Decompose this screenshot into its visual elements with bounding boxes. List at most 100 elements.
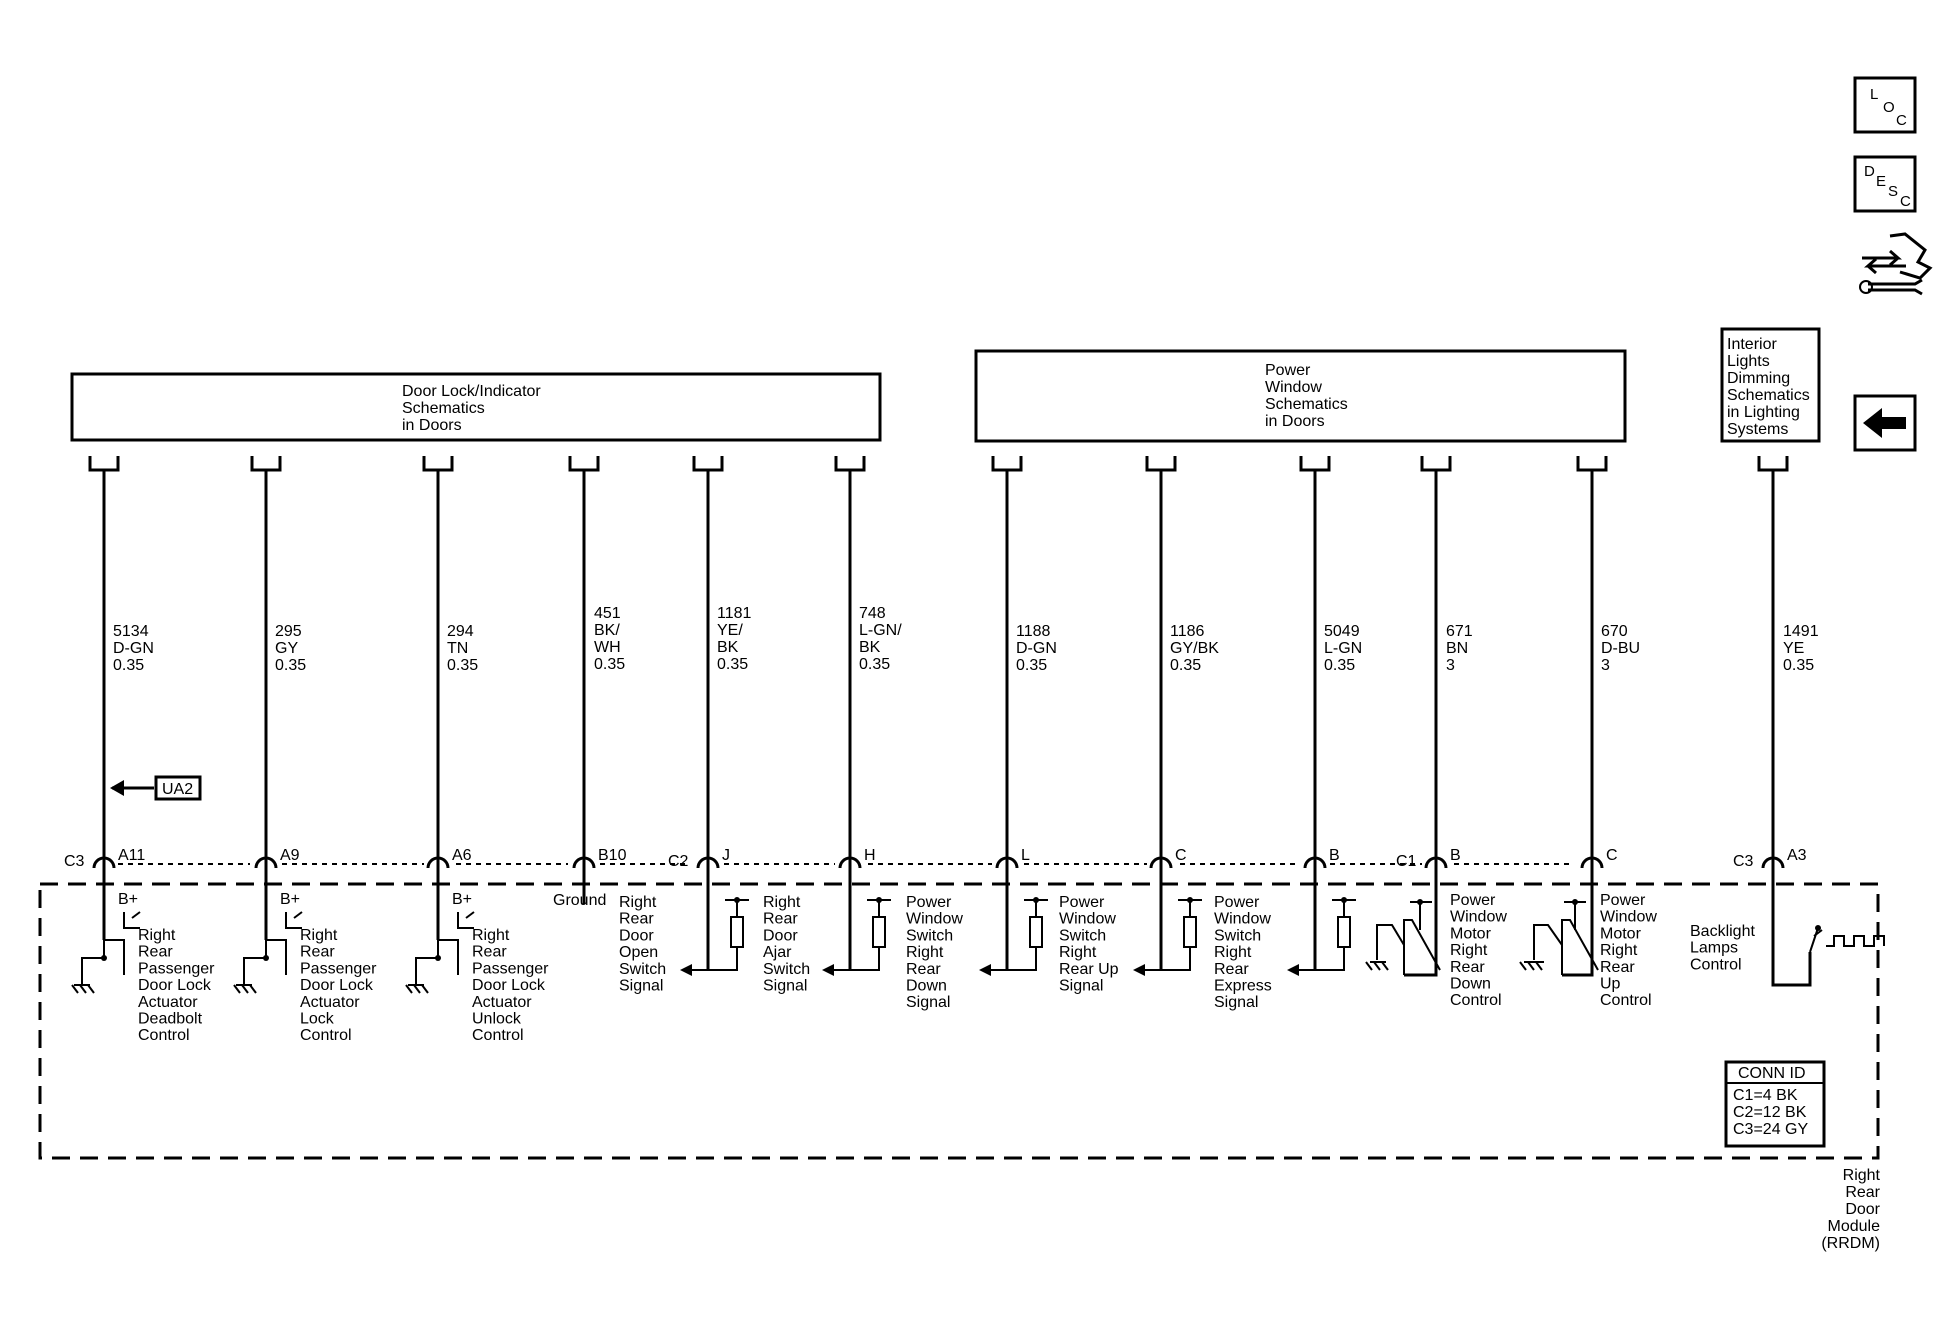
function-text: Deadbolt (138, 1011, 203, 1028)
loc-letter-2: O (1883, 99, 1895, 116)
pin-label: J (722, 847, 730, 864)
function-text: Control (1690, 956, 1742, 973)
loc-letter-1: L (1870, 86, 1878, 103)
pin-label: H (864, 847, 876, 864)
interior-lights-schematics-box[interactable]: Interior Lights Dimming Schematics in Li… (1720, 327, 1821, 443)
left-arrow-icon (1863, 408, 1906, 438)
wire-label: 748 (859, 605, 886, 622)
loc-letter-3: C (1896, 112, 1907, 129)
conn-id-table: CONN ID C1=4 BK C2=12 BK C3=24 GY (1724, 1060, 1826, 1148)
function-text: Right (906, 944, 944, 961)
function-text: Lamps (1690, 940, 1738, 957)
wire-label: L-GN (1324, 640, 1362, 657)
pin-label: B (1329, 847, 1340, 864)
interior-box-line-4: Schematics (1727, 387, 1810, 404)
wire-label: 0.35 (717, 656, 748, 673)
bplus-label: B+ (452, 891, 472, 908)
wire-label: 670 (1601, 623, 1628, 640)
wire-label: 1181 (717, 605, 752, 622)
back-arrow-button[interactable] (1853, 394, 1917, 452)
function-text: Rear (1214, 961, 1249, 978)
door-lock-box-line-2: Schematics (402, 400, 485, 417)
interior-box-line-3: Dimming (1727, 370, 1790, 387)
power-window-box-line-4: in Doors (1265, 413, 1325, 430)
function-text: Down (1450, 976, 1491, 993)
function-text: Door Lock (472, 977, 546, 994)
function-text: Down (906, 978, 947, 995)
module-line-4: Module (1828, 1218, 1881, 1235)
module-line-3: Door (1845, 1201, 1880, 1218)
function-text: Motor (1600, 925, 1642, 942)
function-text: Up (1600, 976, 1621, 993)
module-line-2: Rear (1845, 1184, 1880, 1201)
motor-up-relay (1519, 876, 1599, 977)
function-text: Right (300, 927, 338, 944)
interior-box-line-6: Systems (1727, 421, 1788, 438)
wire-label: 0.35 (1170, 657, 1201, 674)
wire-label: D-GN (1016, 640, 1057, 657)
function-text: Signal (1059, 978, 1103, 995)
wire-label: BK (717, 639, 739, 656)
bplus-label: B+ (280, 891, 300, 908)
wire-label: 5049 (1324, 623, 1360, 640)
function-text: Rear (1600, 959, 1635, 976)
wire-label: 5134 (113, 623, 149, 640)
function-text: Door Lock (300, 977, 374, 994)
function-text: Right (472, 927, 510, 944)
switch-input-circuits (680, 897, 1356, 976)
pin-label: A9 (280, 847, 300, 864)
function-text: Actuator (300, 994, 360, 1011)
pin-label: B (1450, 847, 1461, 864)
conn-id-line-1: C1=4 BK (1733, 1087, 1798, 1104)
connector-label: C2 (668, 853, 689, 870)
pin-label: L (1021, 847, 1030, 864)
input-circuit-2 (822, 897, 891, 976)
conn-id-line-2: C2=12 BK (1733, 1104, 1807, 1121)
module-line-5: (RRDM) (1821, 1235, 1880, 1252)
function-text: Rear (300, 944, 335, 961)
pin-label: C (1606, 847, 1618, 864)
connector-tools-icon[interactable] (1859, 232, 1933, 296)
function-text: Rear (1450, 959, 1485, 976)
wire-label: 671 (1446, 623, 1473, 640)
function-text: Signal (619, 978, 663, 995)
bplus-label: B+ (118, 891, 138, 908)
function-text: Power (1059, 894, 1105, 911)
wire-label: 0.35 (859, 656, 890, 673)
function-text: Right (1059, 944, 1097, 961)
wire-label: 1188 (1016, 623, 1051, 640)
function-text: Switch (1214, 927, 1261, 944)
power-window-schematics-box[interactable]: Power Window Schematics in Doors (974, 349, 1627, 443)
wire-label: 0.35 (447, 657, 478, 674)
function-text: Power (1600, 892, 1646, 909)
door-lock-schematics-box[interactable]: Door Lock/Indicator Schematics in Doors (70, 372, 882, 442)
wire-label: 0.35 (1016, 657, 1047, 674)
pin-label: A11 (118, 847, 145, 864)
wire-label: 3 (1601, 657, 1610, 674)
function-text: Passenger (300, 960, 377, 977)
motor-down-relay (1365, 876, 1441, 977)
function-text: Unlock (472, 1011, 522, 1028)
function-text: Backlight (1690, 923, 1755, 940)
desc-button[interactable]: D E S C (1853, 155, 1917, 213)
ua2-reference[interactable]: UA2 (110, 775, 202, 801)
rrdm-module-boundary (38, 882, 1880, 1160)
function-text: Control (472, 1027, 524, 1044)
function-text: Actuator (138, 994, 198, 1011)
loc-button[interactable]: L O C (1853, 76, 1917, 134)
function-text: Switch (763, 961, 810, 978)
